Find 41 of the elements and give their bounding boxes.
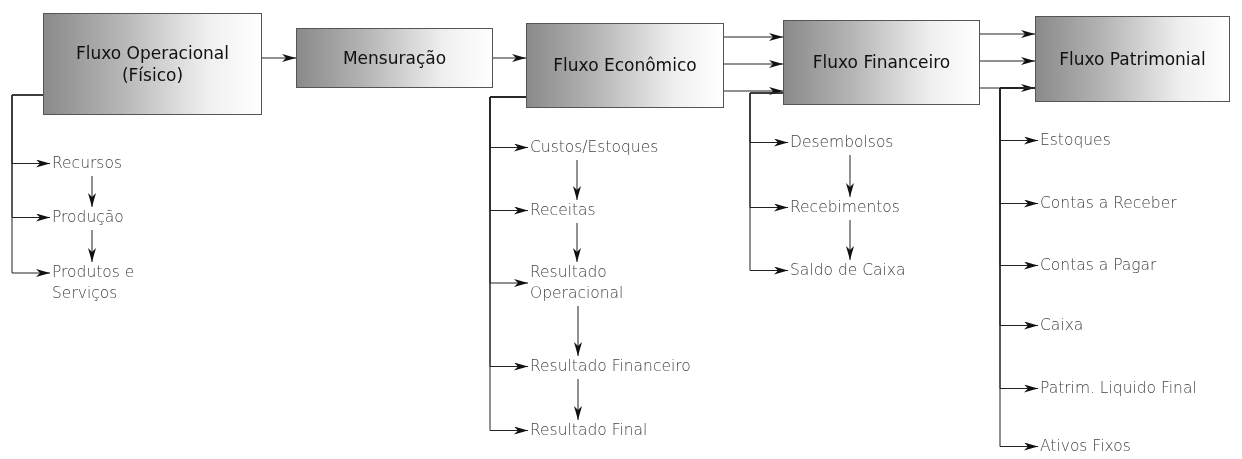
item-label: Produtos e Serviços bbox=[52, 262, 152, 304]
arrow bbox=[492, 54, 527, 62]
item-label: Resultado Final bbox=[530, 420, 648, 441]
arrow bbox=[979, 30, 1036, 38]
arrow bbox=[489, 96, 529, 435]
arrow bbox=[999, 87, 1039, 451]
arrow bbox=[11, 94, 51, 277]
item-label: Saldo de Caixa bbox=[790, 260, 906, 281]
arrow bbox=[261, 54, 297, 62]
item-label: Contas a Receber bbox=[1040, 193, 1177, 214]
item-label: Resultado Financeiro bbox=[530, 356, 691, 377]
arrow bbox=[979, 57, 1036, 65]
process-box: Fluxo Financeiro bbox=[783, 20, 980, 105]
item-label: Recursos bbox=[52, 153, 122, 174]
item-label: Desembolsos bbox=[790, 132, 894, 153]
process-box: Fluxo Operacional (Físico) bbox=[43, 13, 262, 115]
item-label: Custos/Estoques bbox=[530, 137, 659, 158]
arrow bbox=[723, 33, 784, 41]
arrow bbox=[573, 159, 581, 201]
process-box: Fluxo Econômico bbox=[526, 23, 724, 108]
arrow bbox=[723, 87, 784, 95]
item-label: Resultado Operacional bbox=[530, 262, 640, 304]
arrow bbox=[574, 378, 582, 421]
arrow bbox=[88, 229, 96, 263]
item-label: Patrim. Liquido Final bbox=[1040, 378, 1197, 399]
process-box: Mensuração bbox=[296, 28, 493, 88]
arrow bbox=[846, 219, 854, 261]
item-label: Produção bbox=[52, 207, 124, 228]
process-box: Fluxo Patrimonial bbox=[1035, 16, 1230, 102]
arrow bbox=[749, 92, 789, 275]
item-label: Estoques bbox=[1040, 130, 1111, 151]
arrow bbox=[846, 154, 854, 198]
arrow bbox=[723, 60, 784, 68]
arrow bbox=[573, 222, 581, 263]
item-label: Contas a Pagar bbox=[1040, 255, 1157, 276]
item-label: Ativos Fixos bbox=[1040, 436, 1131, 457]
item-label: Receitas bbox=[530, 200, 596, 221]
item-label: Caixa bbox=[1040, 315, 1084, 336]
item-label: Recebimentos bbox=[790, 197, 900, 218]
arrow bbox=[88, 175, 96, 208]
arrow bbox=[574, 305, 582, 357]
